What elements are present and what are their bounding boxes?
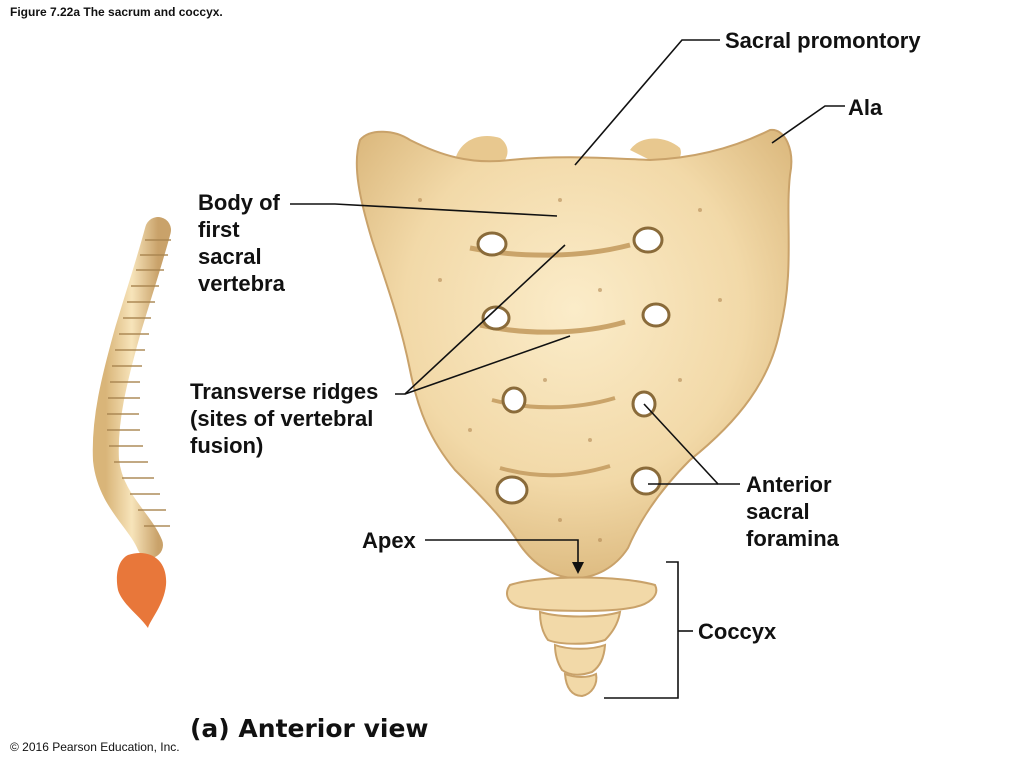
label-transverse-ridges: Transverse ridges (sites of vertebral fu…	[190, 378, 378, 459]
leader-transverse-ridge-2	[404, 335, 571, 395]
label-ala: Ala	[848, 95, 883, 120]
view-caption: (a) Anterior view	[190, 714, 429, 743]
label-line: sacral	[198, 244, 262, 269]
leader-lines	[290, 39, 845, 699]
apex-arrowhead	[572, 562, 584, 574]
label-line: sacral	[746, 499, 810, 524]
label-anterior-sacral-foramina: Anterior sacral foramina	[746, 471, 839, 552]
label-body-first-sacral-vertebra: Body of first sacral vertebra	[198, 189, 285, 297]
sacrum-coccyx-highlight	[116, 553, 167, 628]
label-line: Anterior	[746, 472, 832, 497]
vertebral-column-illustration	[92, 217, 171, 628]
leader-body-first-sacral	[290, 203, 558, 217]
label-line: Transverse ridges	[190, 379, 379, 404]
label-line: first	[198, 217, 240, 242]
leader-sacral-promontory	[574, 39, 720, 166]
label-line: (sites of vertebral	[190, 406, 374, 431]
leader-apex	[425, 539, 579, 566]
figure-title: Figure 7.22a The sacrum and coccyx.	[10, 5, 223, 19]
label-line: foramina	[746, 526, 839, 551]
sacrum-illustration	[355, 128, 793, 580]
copyright-notice: © 2016 Pearson Education, Inc.	[10, 740, 180, 754]
label-coccyx: Coccyx	[698, 619, 777, 644]
leader-ala	[771, 105, 845, 144]
label-sacral-promontory: Sacral promontory	[725, 28, 921, 53]
label-line: Body of	[198, 190, 280, 215]
coccyx-illustration	[506, 576, 658, 698]
label-line: vertebra	[198, 271, 285, 296]
label-line: fusion)	[190, 433, 264, 458]
bracket-coccyx	[604, 561, 679, 699]
label-apex: Apex	[362, 528, 416, 553]
